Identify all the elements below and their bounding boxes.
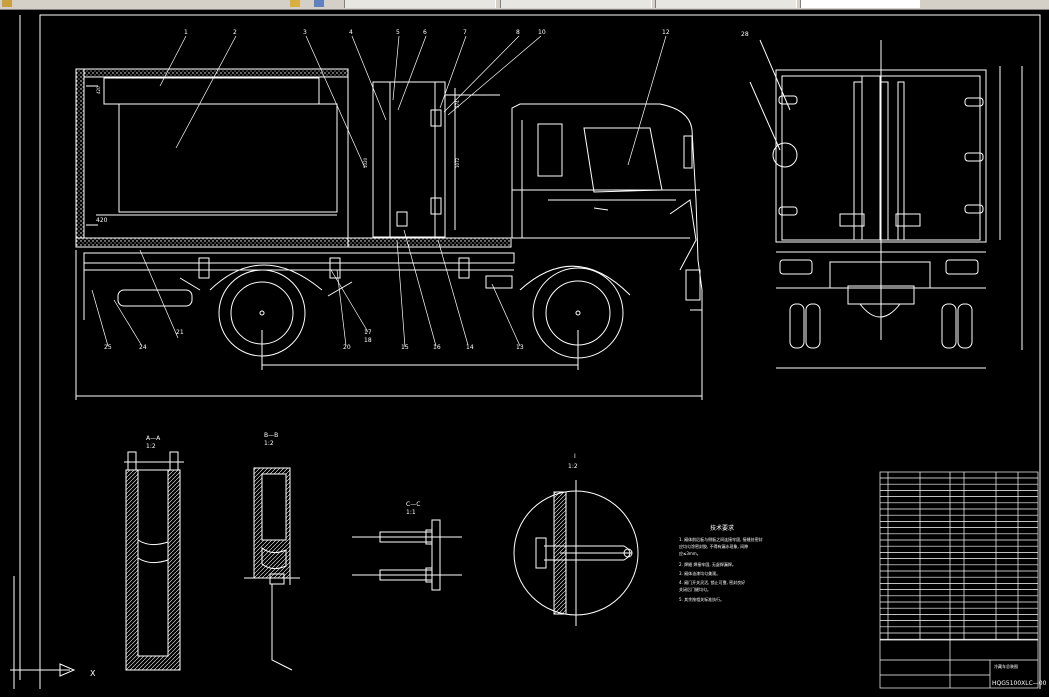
- callout-5: 5: [396, 29, 400, 36]
- callout-6: 6: [423, 29, 427, 36]
- tech-req-line: 应均匀涂密封胶, 不得有漏水现象, 间隙: [679, 543, 748, 549]
- callout-18: 18: [364, 337, 372, 344]
- cad-drawing-canvas[interactable]: 1 2 3 4 5 6 7 8 10 12 13 14 16 15 17 18 …: [0, 9, 1049, 689]
- callout-12: 12: [662, 29, 670, 36]
- detail-i-scale: 1:2: [568, 463, 578, 470]
- callout-2: 2: [233, 29, 237, 36]
- section-cc-label: C—C: [406, 501, 420, 508]
- folder-icon[interactable]: [2, 0, 12, 7]
- tech-req-line: 1. 厢体前后板与侧板之间连接牢固, 接缝处密封: [679, 536, 763, 542]
- application-toolbar: [0, 0, 1049, 10]
- tech-req-title: 技术要求: [710, 524, 734, 532]
- callout-10: 10: [538, 29, 546, 36]
- tech-req-line: 3. 厢体油漆均匀美观。: [679, 570, 720, 576]
- callout-1: 1: [184, 29, 188, 36]
- callout-14: 14: [466, 344, 474, 351]
- tech-req-line: 4. 厢门开关灵活, 锁止可靠, 密封良好: [679, 579, 745, 585]
- callout-20: 20: [343, 344, 351, 351]
- drawing-number: HQG5100XLC—00: [992, 680, 1047, 687]
- callout-numbers: 1 2 3 4 5 6 7 8 10 12 13 14 16 15 17 18 …: [104, 29, 749, 351]
- callout-25: 25: [104, 344, 112, 351]
- callout-8: 8: [516, 29, 520, 36]
- tab-layout1[interactable]: [344, 0, 496, 8]
- callout-24: 24: [139, 344, 147, 351]
- callout-3: 3: [303, 29, 307, 36]
- section-cc: [352, 519, 462, 591]
- callout-21: 21: [176, 329, 184, 336]
- ucs-icon: [10, 576, 76, 689]
- pan-icon[interactable]: [290, 0, 300, 7]
- callout-15: 15: [401, 344, 409, 351]
- callout-13: 13: [516, 344, 524, 351]
- tech-req-line: 5. 其余按相关标准执行。: [679, 596, 724, 602]
- dim-1072: 1072: [455, 157, 460, 168]
- technical-requirements: 技术要求 1. 厢体前后板与侧板之间连接牢固, 接缝处密封 应均匀涂密封胶, 不…: [679, 524, 763, 602]
- tech-req-line: 关闭后门缝均匀。: [679, 586, 711, 592]
- section-aa-scale: 1:2: [146, 443, 156, 450]
- detail-i-label: I: [574, 453, 576, 460]
- drawing-name: 冷藏车总装图: [994, 663, 1018, 669]
- status-bar: [0, 689, 200, 697]
- rear-view-truck: [749, 39, 1023, 369]
- leader-lines-side: [91, 35, 667, 348]
- tech-req-line: 2. 焊缝 焊接牢固, 无虚焊漏焊。: [679, 561, 736, 567]
- section-aa-label: A—A: [146, 435, 161, 442]
- callout-16: 16: [433, 344, 441, 351]
- tab-layout2[interactable]: [500, 0, 652, 8]
- callout-4: 4: [349, 29, 353, 36]
- dim-420-a: 420: [96, 86, 101, 94]
- section-cc-scale: 1:1: [406, 509, 416, 516]
- detail-i: [513, 480, 639, 626]
- dim-420-b: 420: [96, 217, 108, 224]
- dim-1020: 1020: [363, 157, 368, 168]
- side-dimension-texts: 420 420 374 1072 1020: [96, 86, 460, 224]
- tech-req-line: 应≤3mm。: [679, 550, 701, 556]
- dim-374: 374: [455, 100, 460, 108]
- tab-layout3[interactable]: [655, 0, 797, 8]
- callout-28: 28: [741, 31, 749, 38]
- x-axis-label: X: [90, 669, 96, 678]
- zoom-icon[interactable]: [314, 0, 324, 7]
- side-view-truck: [75, 68, 703, 400]
- search-input[interactable]: [800, 0, 920, 8]
- section-bb: [244, 467, 300, 671]
- drawing-frame: [19, 14, 1041, 689]
- section-bb-scale: 1:2: [264, 440, 274, 447]
- callout-17: 17: [364, 329, 372, 336]
- section-bb-label: B—B: [264, 432, 278, 439]
- callout-7: 7: [463, 29, 467, 36]
- section-aa: [124, 451, 184, 671]
- parts-list-table: [879, 471, 1039, 689]
